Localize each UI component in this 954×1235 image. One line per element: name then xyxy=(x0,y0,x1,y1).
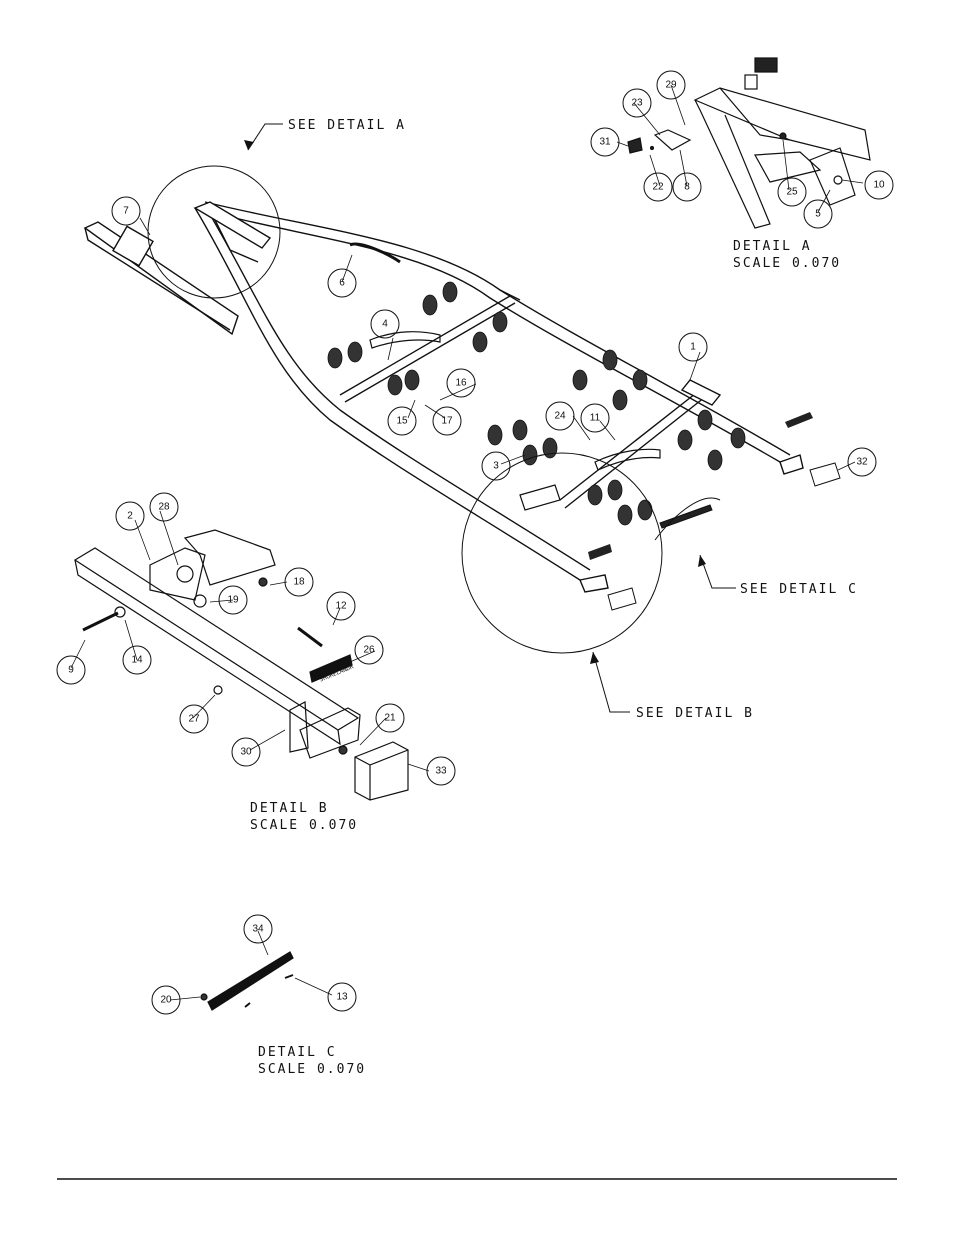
svg-text:14: 14 xyxy=(131,655,143,666)
svg-text:10: 10 xyxy=(873,180,885,191)
balloon-33: 33 xyxy=(426,756,456,786)
detail-b-drawing xyxy=(73,529,409,801)
svg-text:22: 22 xyxy=(652,182,664,193)
balloon-21: 21 xyxy=(375,703,405,733)
svg-text:29: 29 xyxy=(665,80,677,91)
svg-text:17: 17 xyxy=(441,416,453,427)
balloon-24: 24 xyxy=(545,401,575,431)
balloon-20: 20 xyxy=(151,985,181,1015)
svg-text:24: 24 xyxy=(554,411,566,422)
tongue-bar xyxy=(83,221,239,336)
detail-c-title: DETAIL C xyxy=(258,1045,337,1060)
balloon-27: 27 xyxy=(179,704,209,734)
svg-text:8: 8 xyxy=(684,182,690,193)
detail-a-title: DETAIL A xyxy=(733,239,812,254)
balloon-2: 2 xyxy=(115,501,145,531)
balloon-6: 6 xyxy=(327,268,357,298)
svg-text:32: 32 xyxy=(856,457,868,468)
svg-text:34: 34 xyxy=(252,924,264,935)
svg-text:25: 25 xyxy=(786,187,798,198)
balloon-25: 25 xyxy=(777,177,807,207)
detail-a-drawing xyxy=(627,57,871,229)
balloon-16: 16 xyxy=(446,368,476,398)
balloon-12: 12 xyxy=(326,591,356,621)
balloon-10: 10 xyxy=(864,170,894,200)
balloon-18: 18 xyxy=(284,567,314,597)
svg-text:11: 11 xyxy=(590,413,601,424)
balloon-13: 13 xyxy=(327,982,357,1012)
balloon-29: 29 xyxy=(656,70,686,100)
balloon-9: 9 xyxy=(56,655,86,685)
balloon-8: 8 xyxy=(672,172,702,202)
svg-text:23: 23 xyxy=(631,98,643,109)
detail-b-title: DETAIL B xyxy=(250,801,329,816)
balloon-5: 5 xyxy=(803,199,833,229)
frame-rail-left-inner xyxy=(204,205,591,571)
balloon-22: 22 xyxy=(643,172,673,202)
balloon-3: 3 xyxy=(481,451,511,481)
svg-text:20: 20 xyxy=(160,995,172,1006)
svg-text:28: 28 xyxy=(158,502,170,513)
detail-a-scale: SCALE 0.070 xyxy=(733,256,841,271)
svg-text:30: 30 xyxy=(240,747,252,758)
trailer-frame xyxy=(83,201,804,593)
balloon-26: 26 xyxy=(354,635,384,665)
detail-b-scale: SCALE 0.070 xyxy=(250,818,358,833)
balloon-34: 34 xyxy=(243,914,273,944)
balloon-31: 31 xyxy=(590,127,620,157)
frame-pads xyxy=(588,412,841,611)
balloon-19: 19 xyxy=(218,585,248,615)
balloon-7: 7 xyxy=(111,196,141,226)
balloon-17: 17 xyxy=(432,406,462,436)
svg-text:3: 3 xyxy=(493,461,499,472)
svg-text:27: 27 xyxy=(188,714,200,725)
balloon-15: 15 xyxy=(387,406,417,436)
detail-b-circle xyxy=(461,452,663,654)
balloon-1: 1 xyxy=(678,332,708,362)
svg-text:31: 31 xyxy=(599,137,611,148)
svg-text:26: 26 xyxy=(363,645,375,656)
svg-text:19: 19 xyxy=(227,595,239,606)
svg-text:15: 15 xyxy=(396,416,408,427)
balloon-30: 30 xyxy=(231,737,261,767)
detail-c-drawing xyxy=(200,951,294,1011)
callout-see-detail-c: SEE DETAIL C xyxy=(740,582,858,597)
frame-rail-left-outer xyxy=(194,207,581,581)
roller-assemblies xyxy=(327,281,746,526)
svg-text:18: 18 xyxy=(293,577,305,588)
svg-text:16: 16 xyxy=(455,378,467,389)
balloon-11: 11 xyxy=(580,403,610,433)
svg-text:1: 1 xyxy=(690,342,696,353)
svg-text:7: 7 xyxy=(123,206,129,217)
balloon-23: 23 xyxy=(622,88,652,118)
svg-text:9: 9 xyxy=(68,665,74,676)
svg-text:21: 21 xyxy=(384,713,396,724)
svg-text:33: 33 xyxy=(435,766,447,777)
svg-text:6: 6 xyxy=(339,278,345,289)
svg-text:4: 4 xyxy=(382,319,388,330)
svg-text:5: 5 xyxy=(815,209,821,220)
callout-see-detail-a: SEE DETAIL A xyxy=(288,118,406,133)
svg-text:2: 2 xyxy=(127,511,133,522)
detail-c-scale: SCALE 0.070 xyxy=(258,1062,366,1077)
svg-text:12: 12 xyxy=(335,601,347,612)
balloon-32: 32 xyxy=(847,447,877,477)
frame-rail-right-inner xyxy=(209,211,781,463)
balloon-14: 14 xyxy=(122,645,152,675)
balloon-28: 28 xyxy=(149,492,179,522)
callout-see-detail-b: SEE DETAIL B xyxy=(636,706,754,721)
svg-text:13: 13 xyxy=(336,992,348,1003)
balloon-4: 4 xyxy=(370,309,400,339)
